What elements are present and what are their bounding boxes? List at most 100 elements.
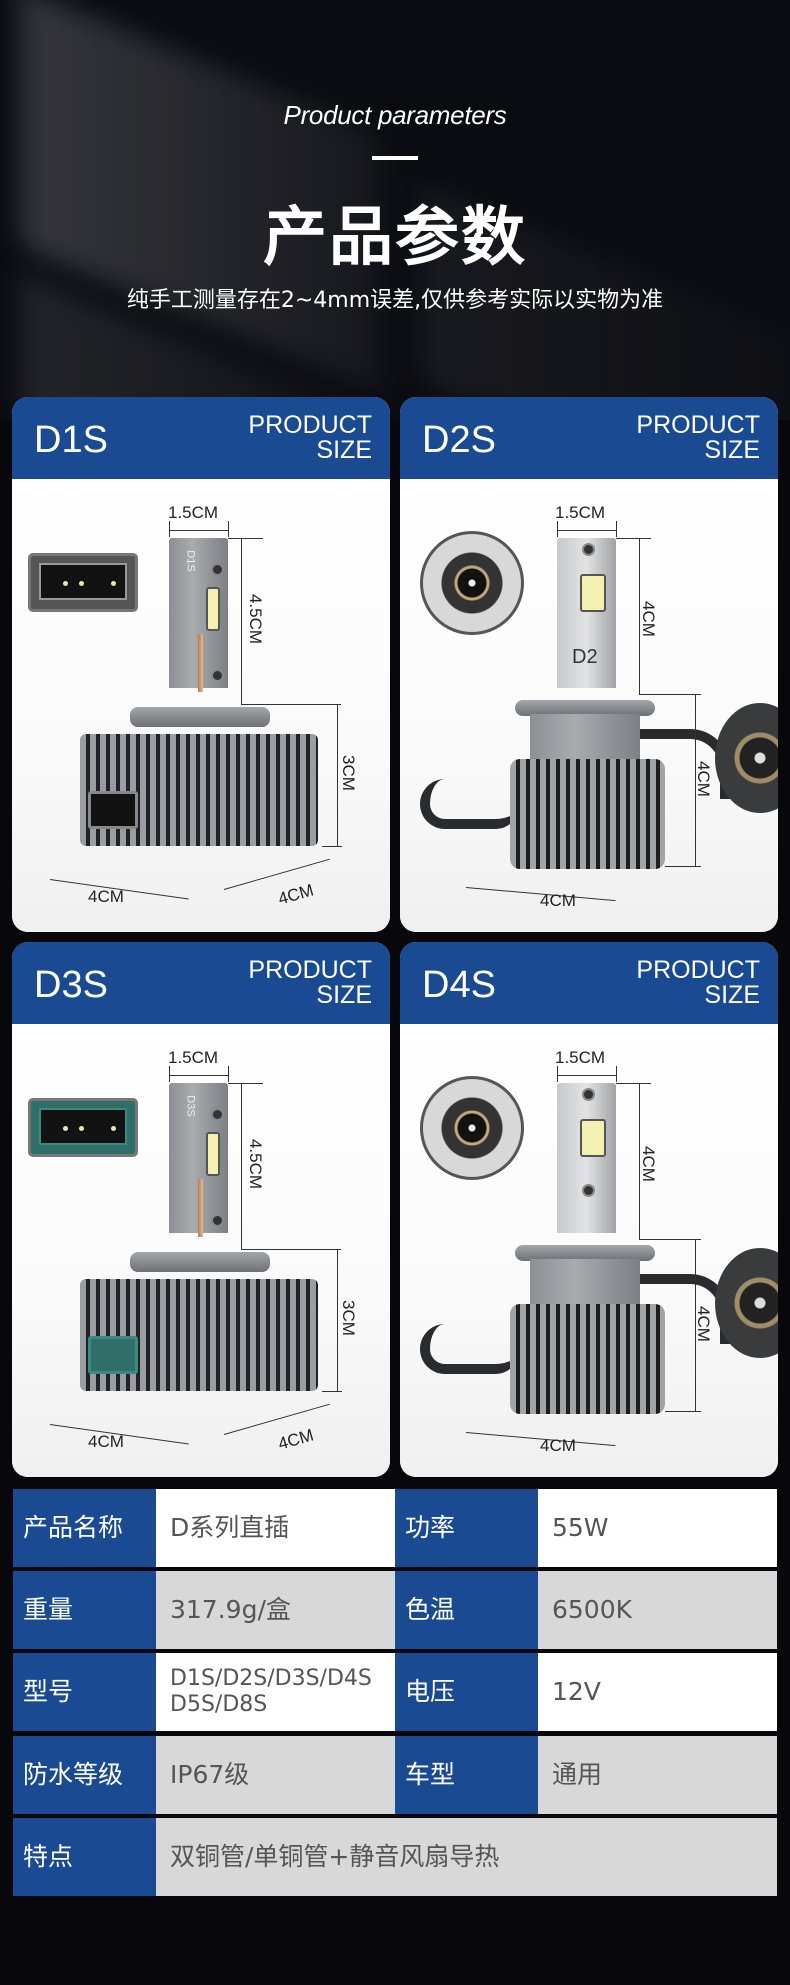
width-dimension: 1.5CM [555,503,606,522]
stem-height-dimension: 4CM [638,601,658,637]
base-depth-left-dimension: 4CM [88,1432,124,1451]
fan-body [510,759,665,869]
card-image-area: 1.5CM D2 4CM 4CM 4CM [400,479,778,932]
product-card-d2s: D2S PRODUCT SIZE 1.5CM D2 4CM 4CM 4CM [400,397,778,932]
base-width-dimension: 4CM [540,891,576,910]
product-card-d1s: D1S PRODUCT SIZE 1.5CM D1S 4.5CM 3CM 4CM [12,397,390,932]
base-height-dimension: 4CM [693,1306,713,1342]
card-model-label: D4S [422,964,496,1006]
spec-label: 特点 [13,1818,156,1896]
card-model-label: D2S [422,419,496,461]
spec-value: 6500K [538,1571,777,1649]
led-chip [206,587,220,631]
card-image-area: 1.5CM D1S 4.5CM 3CM 4CM 4CM [12,479,390,932]
card-product-size-label: PRODUCT SIZE [248,413,372,463]
stem-height-dimension: 4.5CM [246,593,266,645]
base-depth-right-dimension: 4CM [275,1425,316,1454]
table-row: 型号 D1S/D2S/D3S/D4S D5S/D8S 电压 12V [13,1653,777,1731]
spec-label: 型号 [13,1653,156,1731]
stem-height-dimension: 4CM [638,1146,658,1182]
product-label: PRODUCT [636,956,760,984]
stem-print: D3S [184,1095,197,1117]
side-socket [715,703,778,813]
base-height-dimension: 4CM [693,761,713,797]
card-product-size-label: PRODUCT SIZE [636,958,760,1008]
width-dimension: 1.5CM [168,1048,219,1067]
cable [420,1324,520,1374]
card-product-size-label: PRODUCT SIZE [248,958,372,1008]
bulb-neck [530,1259,640,1304]
table-row: 特点 双铜管/单铜管+静音风扇导热 [13,1818,777,1896]
ballast-body [80,1279,318,1391]
size-label: SIZE [704,981,760,1009]
spec-value: D系列直插 [156,1489,395,1567]
bulb-stem [557,538,616,688]
connector-3pin-icon [28,553,138,612]
size-label: SIZE [704,436,760,464]
led-chip [580,574,606,612]
table-row: 产品名称 D系列直插 功率 55W [13,1489,777,1567]
spec-value: 317.9g/盒 [156,1571,395,1649]
spec-label: 色温 [395,1571,538,1649]
table-row: 重量 317.9g/盒 色温 6500K [13,1571,777,1649]
led-chip [206,1132,220,1176]
spec-value: 通用 [538,1736,777,1814]
stem-height-dimension: 4.5CM [246,1138,266,1190]
card-header: D2S PRODUCT SIZE [400,397,778,479]
card-header: D1S PRODUCT SIZE [12,397,390,479]
spec-value: IP67级 [156,1736,395,1814]
led-chip [580,1119,606,1157]
table-row: 防水等级 IP67级 车型 通用 [13,1736,777,1814]
round-socket-icon [420,1076,524,1180]
ballast-plug [88,791,138,829]
model-list-line1: D1S/D2S/D3S/D4S [170,1666,372,1691]
base-depth-left-dimension: 4CM [88,887,124,906]
card-image-area: 1.5CM 4CM 4CM 4CM [400,1024,778,1477]
side-socket [715,1248,778,1358]
spec-value: D1S/D2S/D3S/D4S D5S/D8S [156,1653,395,1731]
spec-value: 12V [538,1653,777,1731]
measurement-note: 纯手工测量存在2~4mm误差,仅供参考实际以实物为准 [126,288,664,313]
card-header: D3S PRODUCT SIZE [12,942,390,1024]
page-title: 产品参数 [263,201,527,275]
ballast-plug [88,1336,138,1374]
bulb-flange [515,700,655,716]
stem-print: D2 [572,646,598,668]
spec-value: 双铜管/单铜管+静音风扇导热 [156,1818,777,1896]
card-product-size-label: PRODUCT SIZE [636,413,760,463]
spec-label: 产品名称 [13,1489,156,1567]
spec-label: 重量 [13,1571,156,1649]
size-label: SIZE [316,436,372,464]
hero-background [0,0,790,420]
bulb-flange [130,1252,270,1272]
product-label: PRODUCT [636,411,760,439]
spec-label: 车型 [395,1736,538,1814]
fan-body [510,1304,665,1414]
hero-subtitle-en: Product parameters [283,100,507,130]
product-label: PRODUCT [248,411,372,439]
card-model-label: D1S [34,419,108,461]
base-depth-right-dimension: 4CM [275,880,316,909]
spec-label: 电压 [395,1653,538,1731]
bulb-stem [557,1083,616,1233]
product-card-d3s: D3S PRODUCT SIZE 1.5CM D3S 4.5CM 3CM 4CM [12,942,390,1477]
width-dimension: 1.5CM [555,1048,606,1067]
base-height-dimension: 3CM [338,755,358,791]
card-model-label: D3S [34,964,108,1006]
spec-label: 防水等级 [13,1736,156,1814]
cable [420,779,520,829]
stem-print: D1S [184,550,197,572]
bulb-neck [530,714,640,759]
ballast-body [80,734,318,846]
product-label: PRODUCT [248,956,372,984]
base-height-dimension: 3CM [338,1300,358,1336]
hero-divider [372,156,418,160]
width-dimension: 1.5CM [168,503,219,522]
product-card-d4s: D4S PRODUCT SIZE 1.5CM 4CM 4CM 4CM [400,942,778,1477]
round-socket-icon [420,531,524,635]
bulb-flange [130,707,270,727]
base-width-dimension: 4CM [540,1436,576,1455]
card-image-area: 1.5CM D3S 4.5CM 3CM 4CM 4CM [12,1024,390,1477]
spec-label: 功率 [395,1489,538,1567]
spec-value: 55W [538,1489,777,1567]
